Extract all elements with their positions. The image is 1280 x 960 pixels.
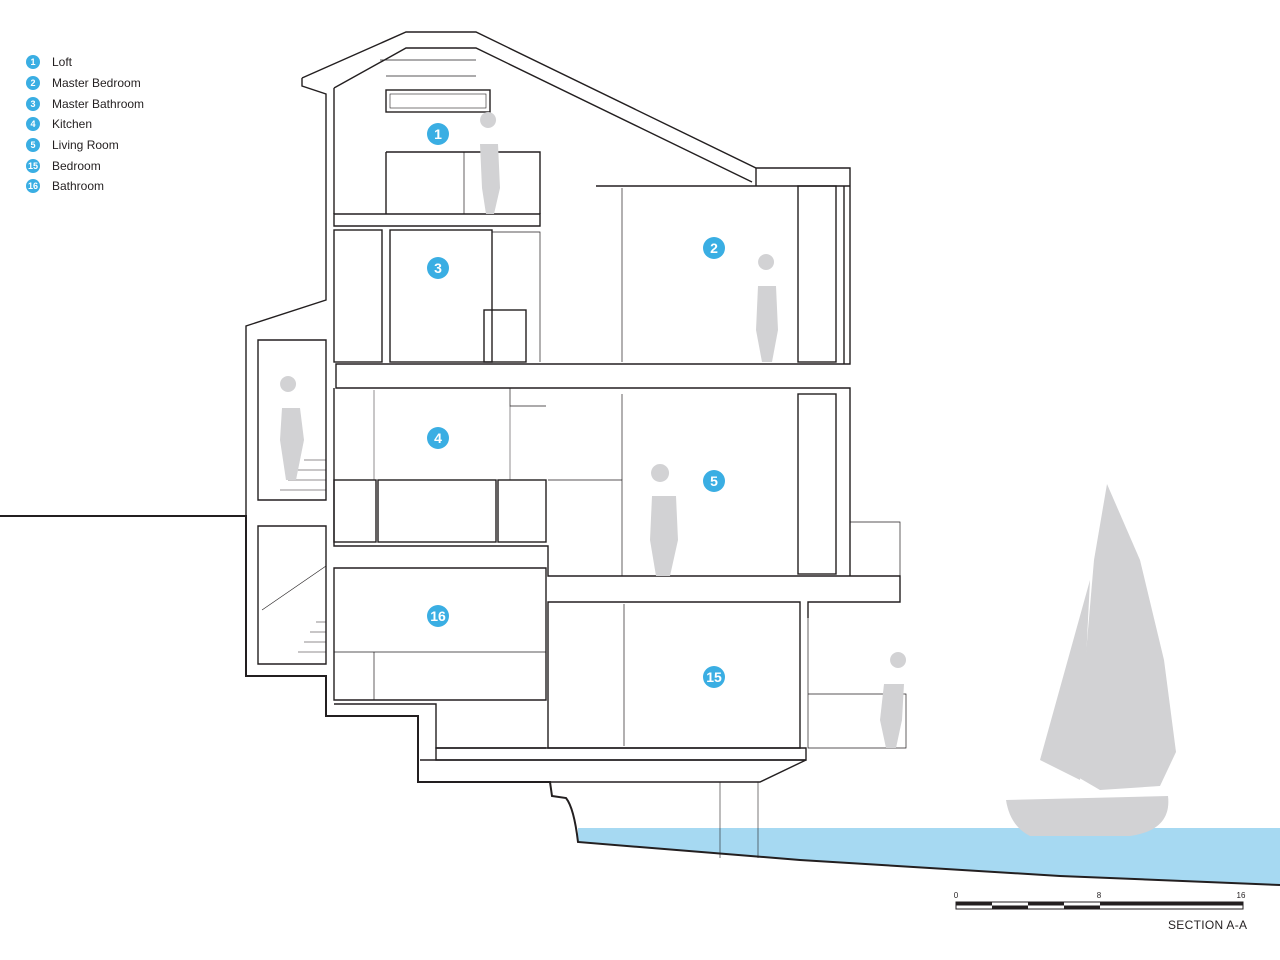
legend-label: Kitchen <box>52 117 93 132</box>
legend-label: Master Bathroom <box>52 96 145 111</box>
scale-tick-16: 16 <box>1237 891 1246 900</box>
legend-badge: 5 <box>26 138 40 153</box>
legend-badge: 2 <box>26 76 40 91</box>
legend-item: 3 Master Bathroom <box>26 93 144 114</box>
room-badge-1: 1 <box>427 123 449 145</box>
room-badge-15: 15 <box>703 666 725 688</box>
svg-text:4: 4 <box>434 430 442 446</box>
scale-tick-8: 8 <box>1097 891 1102 900</box>
room-legend: 1 Loft 2 Master Bedroom 3 Master Bathroom 4… <box>26 52 144 197</box>
svg-text:15: 15 <box>706 669 722 685</box>
legend-label: Master Bedroom <box>52 76 141 91</box>
legend-badge: 3 <box>26 96 40 111</box>
room-badge-2: 2 <box>703 237 725 259</box>
legend-label: Living Room <box>52 138 119 153</box>
figure-master-bedroom <box>756 254 778 362</box>
figure-deck <box>880 652 907 748</box>
room-badge-16: 16 <box>427 605 449 627</box>
scale-bar: 0 8 16 <box>954 891 1246 910</box>
building-section <box>245 31 907 858</box>
room-badge-4: 4 <box>427 427 449 449</box>
legend-label: Loft <box>52 55 73 70</box>
ground-line <box>0 515 1280 886</box>
legend-label: Bathroom <box>52 179 105 194</box>
svg-text:16: 16 <box>430 608 446 624</box>
svg-text:2: 2 <box>710 240 718 256</box>
room-badges: 1 2 3 4 5 15 16 <box>427 123 725 688</box>
svg-text:3: 3 <box>434 260 442 276</box>
legend-item: 15 Bedroom <box>26 155 144 176</box>
legend-item: 2 Master Bedroom <box>26 73 144 94</box>
svg-text:5: 5 <box>710 473 718 489</box>
legend-item: 4 Kitchen <box>26 114 144 135</box>
legend-item: 5 Living Room <box>26 135 144 156</box>
room-badge-3: 3 <box>427 257 449 279</box>
legend-badge: 15 <box>26 158 40 173</box>
section-title: SECTION A-A <box>1168 918 1248 932</box>
water <box>578 828 1280 885</box>
room-badge-5: 5 <box>703 470 725 492</box>
people-figures <box>280 112 907 748</box>
legend-item: 16 Bathroom <box>26 176 144 197</box>
sailboat <box>1006 484 1176 836</box>
legend-item: 1 Loft <box>26 52 144 73</box>
legend-label: Bedroom <box>52 158 101 173</box>
figure-loft <box>480 112 500 214</box>
legend-badge: 16 <box>26 179 40 194</box>
legend-badge: 1 <box>26 55 40 70</box>
scale-tick-0: 0 <box>954 891 959 900</box>
figure-stair <box>280 376 304 480</box>
svg-text:1: 1 <box>434 126 442 142</box>
legend-badge: 4 <box>26 117 40 132</box>
figure-living-room <box>650 464 678 576</box>
